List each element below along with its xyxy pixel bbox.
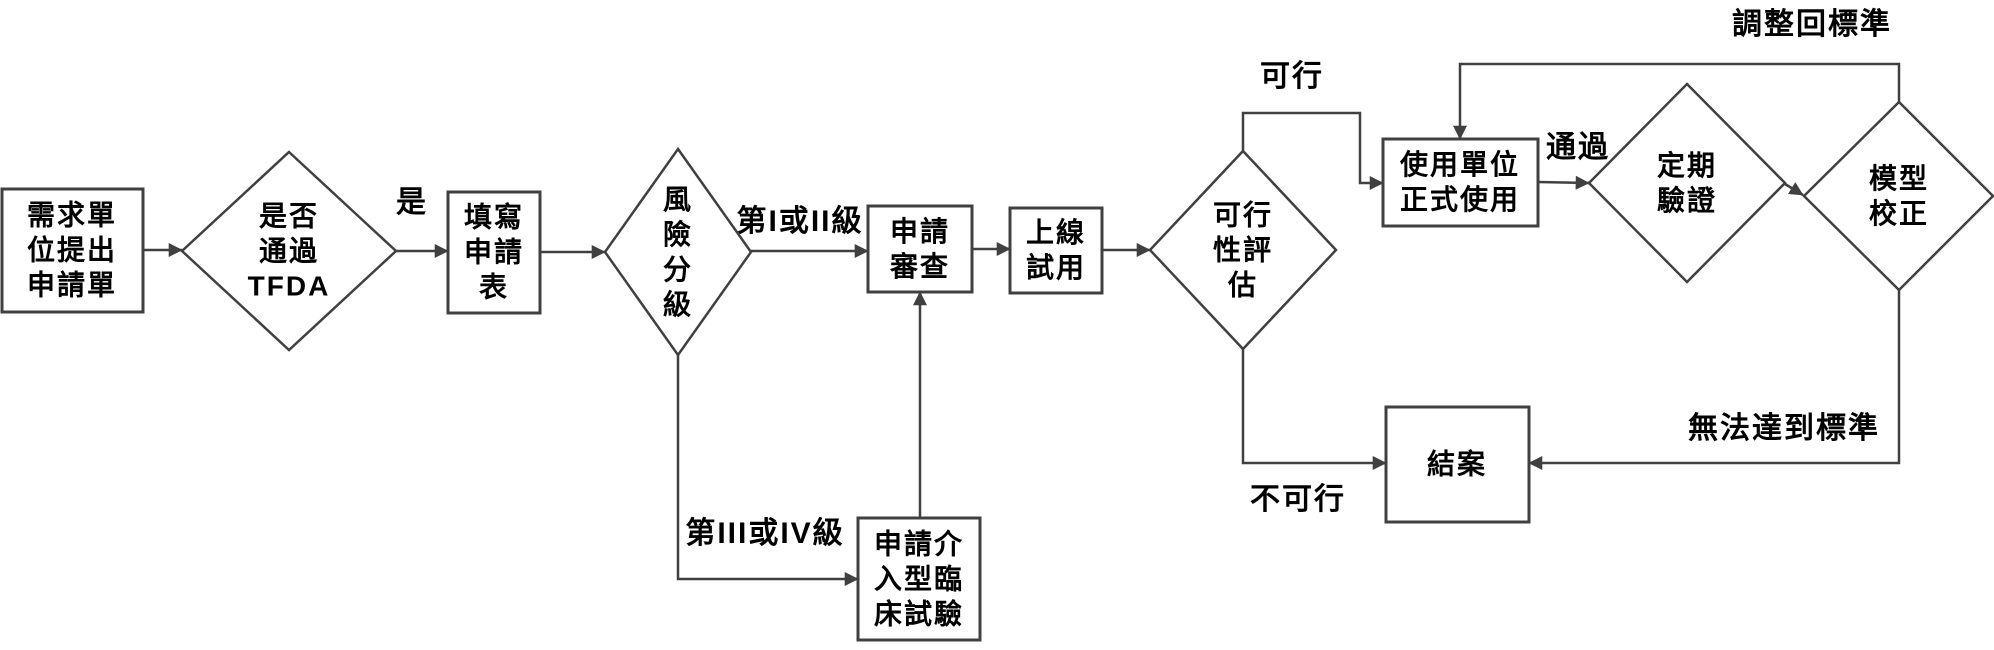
node-trial-label: 上線 試用 bbox=[1025, 217, 1087, 283]
edge-feasibility-to-official bbox=[1241, 111, 1384, 190]
node-fill-form-label: 填寫 申請 表 bbox=[463, 201, 525, 303]
node-validation-diamond bbox=[1587, 82, 1787, 284]
node-fill-form-box bbox=[446, 190, 542, 315]
node-risk-label: 風 險 分 級 bbox=[662, 184, 694, 320]
node-risk-diamond bbox=[603, 146, 753, 358]
node-tfda-label: 是否 通過 TFDA bbox=[247, 200, 331, 302]
edge-calibration-to-official bbox=[1453, 62, 1901, 140]
edge-official-to-validation bbox=[1537, 175, 1590, 190]
edge-label-class-3-4: 第III或IV級 bbox=[685, 517, 845, 550]
node-review-box bbox=[866, 204, 974, 294]
node-official-label: 使用單位 正式使用 bbox=[1399, 149, 1521, 215]
node-calibration-label: 模型 校正 bbox=[1868, 163, 1930, 229]
edge-label-infeasible: 不可行 bbox=[1250, 483, 1346, 516]
edge-label-fail: 無法達到標準 bbox=[1688, 412, 1880, 445]
node-trial-box bbox=[1008, 206, 1104, 295]
edge-validation-to-calibration bbox=[1784, 182, 1804, 197]
node-close-box bbox=[1384, 405, 1531, 524]
node-feasibility-diamond bbox=[1148, 149, 1338, 351]
node-request-label: 需求單 位提出 申請單 bbox=[26, 199, 118, 301]
edge-label-feasible: 可行 bbox=[1260, 60, 1324, 93]
node-feasibility-label: 可行 性評 估 bbox=[1212, 199, 1274, 301]
edge-calibration-to-close bbox=[1528, 290, 1901, 470]
node-validation-label: 定期 驗證 bbox=[1656, 150, 1718, 216]
node-tfda-diamond bbox=[180, 150, 398, 352]
edge-risk-to-clinical bbox=[676, 355, 859, 586]
edge-label-class-1-2: 第I或II級 bbox=[736, 205, 864, 238]
node-request-box bbox=[0, 187, 145, 314]
node-clinical-box bbox=[856, 516, 982, 642]
node-review-label: 申請 審查 bbox=[889, 216, 951, 282]
node-official-box bbox=[1381, 137, 1540, 228]
edge-label-yes: 是 bbox=[396, 186, 428, 219]
edge-feasibility-to-close bbox=[1241, 349, 1387, 470]
edge-label-adjust: 調整回標準 bbox=[1732, 8, 1892, 41]
edge-label-pass: 通過 bbox=[1546, 131, 1610, 164]
node-clinical-label: 申請介 入型臨 床試驗 bbox=[873, 528, 965, 630]
node-close-label: 結案 bbox=[1426, 448, 1488, 480]
node-calibration-diamond bbox=[1802, 100, 1994, 292]
